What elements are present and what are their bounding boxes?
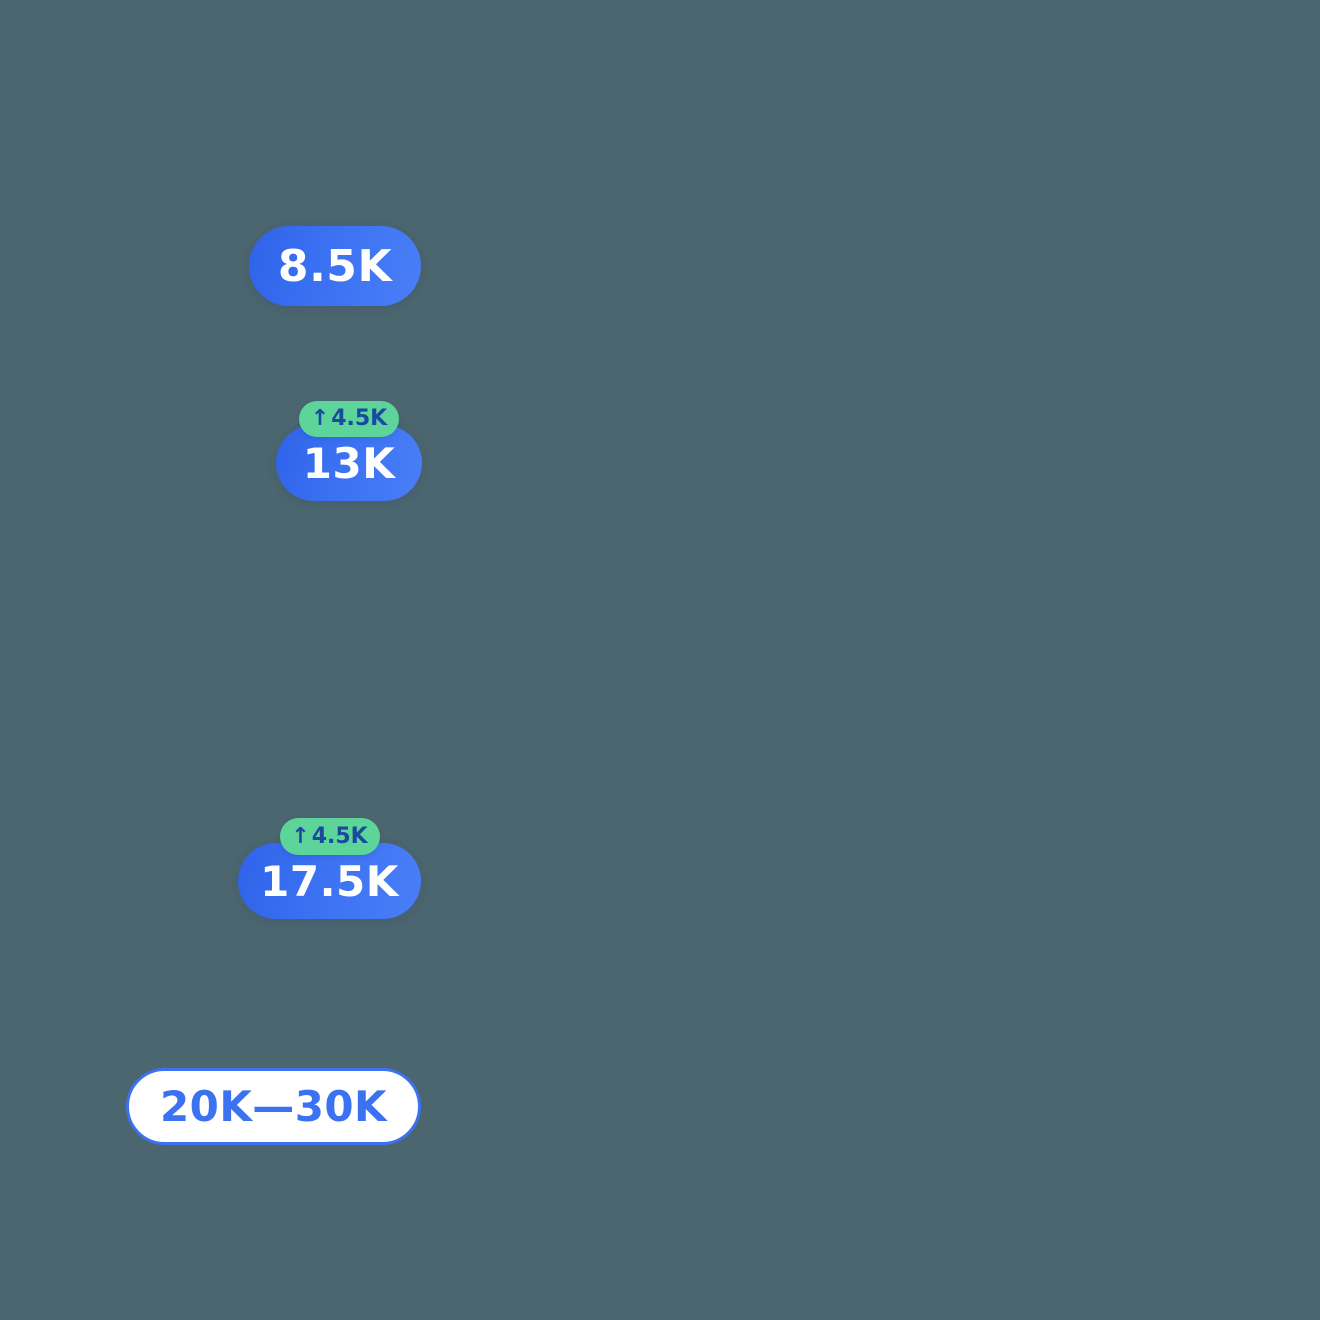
- metric-badge-8-5k[interactable]: 8.5K: [249, 226, 421, 306]
- arrow-up-icon: ↑: [291, 823, 310, 849]
- range-pill[interactable]: 20K—30K: [126, 1068, 421, 1145]
- delta-chip[interactable]: ↑ 4.5K: [299, 401, 399, 437]
- value-pill[interactable]: 13K: [276, 425, 422, 501]
- value-pill[interactable]: 8.5K: [249, 226, 421, 306]
- delta-value-label: 4.5K: [331, 406, 388, 431]
- metric-badge-range[interactable]: 20K—30K: [126, 1068, 421, 1145]
- delta-chip[interactable]: ↑ 4.5K: [279, 818, 380, 855]
- delta-value-label: 4.5K: [311, 823, 368, 849]
- arrow-up-icon: ↑: [310, 406, 330, 431]
- metric-badge-13k[interactable]: ↑ 4.5K 13K: [276, 401, 422, 501]
- value-pill[interactable]: 17.5K: [238, 843, 421, 919]
- metric-badge-17-5k[interactable]: ↑ 4.5K 17.5K: [238, 818, 421, 919]
